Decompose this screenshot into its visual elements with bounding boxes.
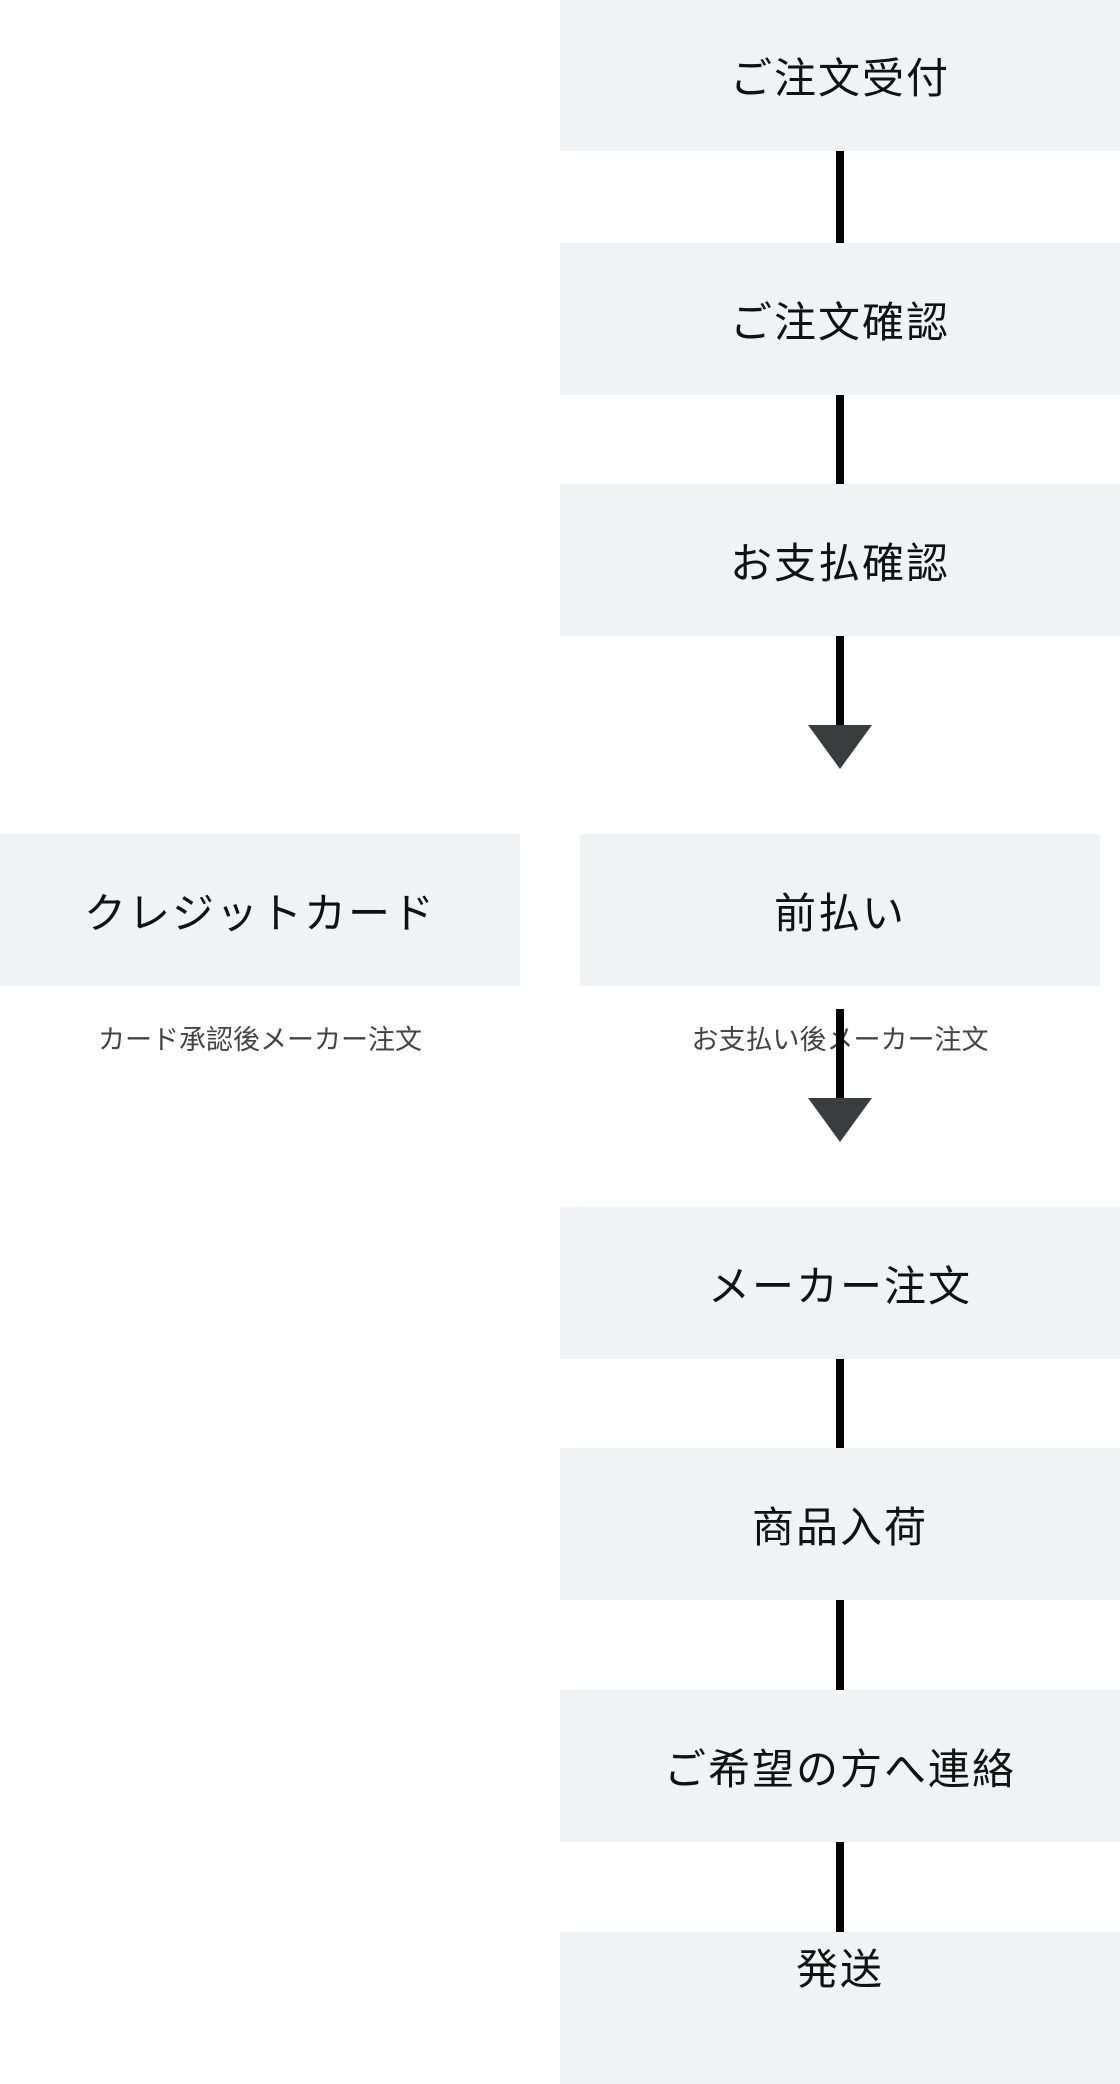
step-label: 発送 — [795, 1944, 884, 1994]
connector-line — [836, 151, 844, 243]
connector-line — [836, 1359, 844, 1448]
branch-credit-card: クレジットカード — [0, 834, 520, 986]
branch-label: クレジットカード — [83, 888, 436, 938]
step-label: 商品入荷 — [751, 1502, 928, 1552]
branch-prepayment: 前払い — [580, 834, 1100, 986]
connector-line — [836, 1842, 844, 1932]
step-label: ご注文受付 — [729, 54, 950, 103]
step-label: メーカー注文 — [707, 1261, 972, 1311]
step-contact: ご希望の方へ連絡 — [560, 1690, 1120, 1842]
step-payment-confirmation: お支払確認 — [560, 484, 1120, 636]
arrow-down-icon — [808, 1098, 872, 1142]
step-shipping: 発送 — [560, 1932, 1120, 2084]
connector-line — [836, 1600, 844, 1690]
branch-label: 前払い — [773, 888, 906, 938]
branch-caption: カード承認後メーカー注文 — [98, 1025, 422, 1056]
step-order-received: ご注文受付 — [560, 0, 1120, 151]
arrow-line — [836, 636, 844, 728]
step-label: ご希望の方へ連絡 — [663, 1744, 1016, 1794]
step-label: お支払確認 — [729, 538, 950, 588]
step-maker-order: メーカー注文 — [560, 1207, 1120, 1359]
step-stock-arrival: 商品入荷 — [560, 1448, 1120, 1600]
step-order-confirmation: ご注文確認 — [560, 243, 1120, 395]
connector-line — [836, 395, 844, 484]
step-label: ご注文確認 — [729, 297, 950, 347]
arrow-line — [836, 1009, 844, 1101]
arrow-down-icon — [808, 725, 872, 769]
